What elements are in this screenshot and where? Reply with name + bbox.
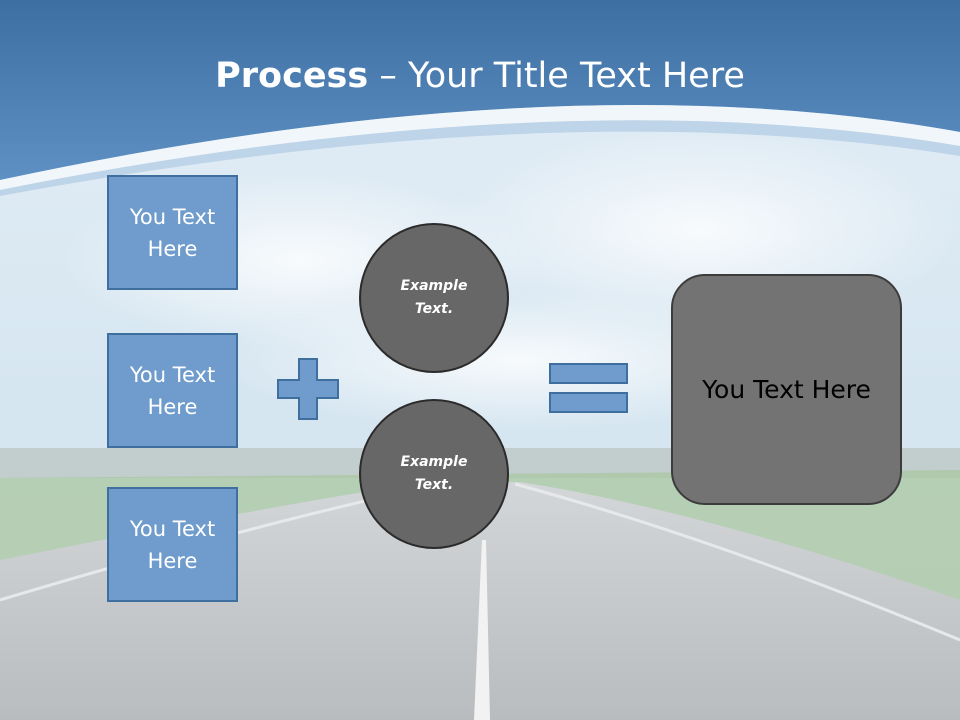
left-box-2: You Text Here: [107, 333, 238, 448]
left-box-3: You Text Here: [107, 487, 238, 602]
title-rest: – Your Title Text Here: [368, 56, 745, 96]
example-circle-1: Example Text.: [359, 223, 509, 373]
plus-icon: [277, 358, 339, 420]
example-circle-2: Example Text.: [359, 399, 509, 549]
result-box: You Text Here: [671, 274, 902, 505]
title-bold: Process: [215, 56, 369, 96]
slide-title: Process – Your Title Text Here: [0, 48, 960, 104]
left-box-1: You Text Here: [107, 175, 238, 290]
equals-icon: [549, 363, 628, 413]
